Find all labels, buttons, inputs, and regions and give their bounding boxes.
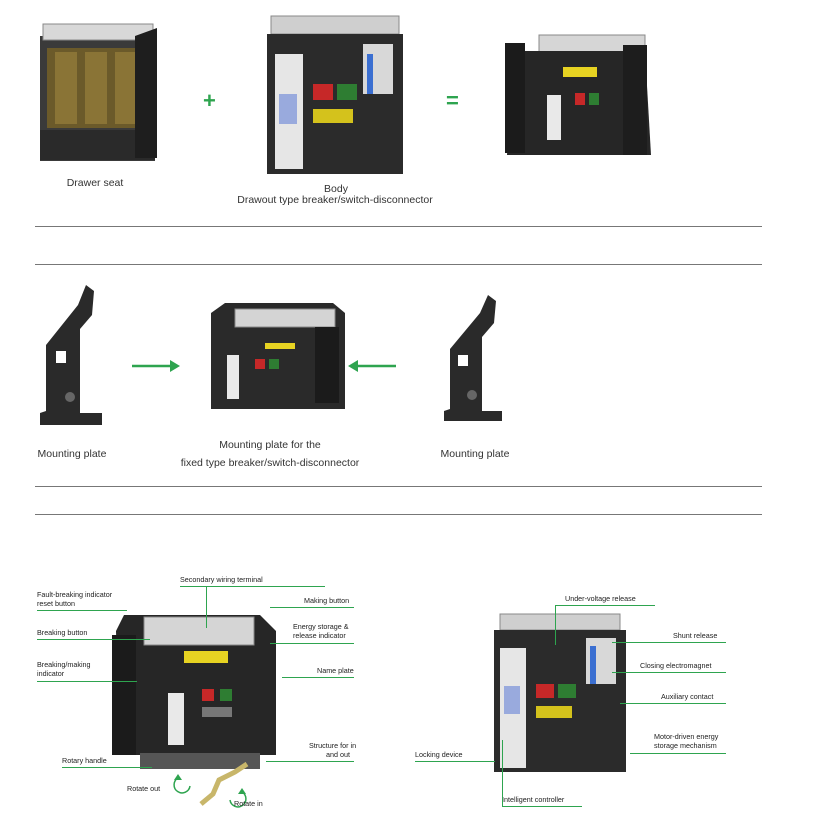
fixed-breaker-image xyxy=(205,293,355,411)
mounting-plate-right-image xyxy=(440,295,505,430)
label-energy-storage-1: Energy storage & xyxy=(293,622,349,631)
divider-4 xyxy=(35,514,762,515)
label-locking-device: Locking device xyxy=(415,750,463,759)
mounting-plate-left-image xyxy=(36,285,106,435)
label-under-voltage: Under-voltage release xyxy=(565,594,636,603)
arrow-right-icon xyxy=(132,360,180,372)
rotate-out-arrow-icon xyxy=(173,774,191,794)
label-rotate-out: Rotate out xyxy=(127,784,161,793)
fixed-caption-1: Mounting plate for the xyxy=(219,439,321,451)
label-closing-electromagnet: Closing electromagnet xyxy=(640,661,712,670)
label-making-button: Making button xyxy=(304,596,350,605)
label-motor-driven-2: storage mechanism xyxy=(654,741,717,750)
body-caption-2: Drawout type breaker/switch-disconnector xyxy=(237,194,433,206)
equals-sign: = xyxy=(446,88,459,113)
label-fault-indicator-2: reset button xyxy=(37,599,75,608)
label-breaking-making-1: Breaking/making xyxy=(37,660,91,669)
label-secondary-wiring: Secondary wiring terminal xyxy=(180,575,263,584)
label-auxiliary-contact: Auxiliary contact xyxy=(661,692,714,701)
rotate-in-arrow-icon xyxy=(229,788,247,808)
label-name-plate: Name plate xyxy=(317,666,354,675)
mounting-plate-left-caption: Mounting plate xyxy=(37,448,107,460)
plus-sign: + xyxy=(203,88,216,113)
label-energy-storage-2: release indicator xyxy=(293,631,346,640)
label-breaking-making-2: indicator xyxy=(37,669,65,678)
label-rotate-in: Rotate in xyxy=(234,799,263,808)
label-rotary-handle: Rotary handle xyxy=(62,756,107,765)
drawer-seat-caption: Drawer seat xyxy=(66,177,124,189)
rotary-handle-icon xyxy=(199,761,249,806)
body-caption-1: Body xyxy=(324,183,348,195)
label-shunt-release: Shunt release xyxy=(673,631,718,640)
breaker-front-image xyxy=(110,605,282,775)
label-structure-1: Structure for in xyxy=(309,741,357,750)
label-motor-driven-1: Motor-driven energy xyxy=(654,732,719,741)
label-structure-2: and out xyxy=(326,750,350,759)
divider-2 xyxy=(35,264,762,265)
label-intelligent-controller: Intelligent controller xyxy=(502,795,565,804)
arrow-left-icon xyxy=(348,360,396,372)
label-breaking-button: Breaking button xyxy=(37,628,88,637)
divider-1 xyxy=(35,226,762,227)
assembled-breaker-image xyxy=(495,15,655,163)
breaker-internal-image xyxy=(490,612,630,774)
mounting-plate-right-caption: Mounting plate xyxy=(440,448,510,460)
fixed-caption-2: fixed type breaker/switch-disconnector xyxy=(180,457,360,469)
drawer-seat-image xyxy=(35,18,160,165)
drawout-body-image xyxy=(263,14,408,177)
divider-3 xyxy=(35,486,762,487)
label-fault-indicator-1: Fault-breaking indicator xyxy=(37,590,113,599)
